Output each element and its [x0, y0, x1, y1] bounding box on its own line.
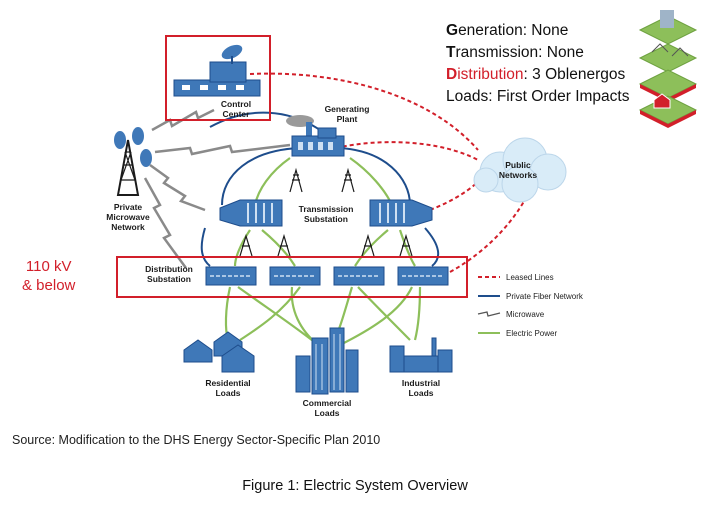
power-lines — [224, 157, 422, 346]
transmission-substation-label-line: Transmission — [299, 204, 354, 214]
public-networks-cloud — [473, 137, 567, 203]
microwave-tower — [114, 127, 152, 196]
distribution-highlight-box — [116, 256, 468, 298]
industrial-loads-label-line: Industrial — [402, 378, 440, 388]
transmission-substation-right — [369, 199, 433, 227]
distribution-substations — [205, 266, 449, 286]
generating-plant — [286, 115, 345, 157]
commercial-loads-icon — [295, 327, 359, 395]
commercial-loads-label-line: Loads — [314, 408, 339, 418]
distribution-substation-label-line: Distribution — [145, 264, 193, 274]
legend-private-fiber: Private Fiber Network — [506, 292, 584, 301]
transmission-substation-left — [219, 199, 283, 227]
info-transmission-text: ransmission: None — [455, 44, 584, 61]
control-center-label-line: Control — [221, 99, 251, 109]
info-loads: Loads: First Order Impacts — [446, 88, 630, 105]
legend-leased-lines: Leased Lines — [506, 273, 554, 282]
info-generation-initial: G — [446, 22, 459, 39]
distribution-substation-label-line: Substation — [147, 274, 191, 284]
residential-loads-label-line: Residential — [205, 378, 250, 388]
private-microwave-label-line: Private — [114, 202, 143, 212]
private-microwave-label-line: Microwave — [106, 212, 150, 222]
info-generation: Generation: None — [446, 22, 568, 40]
info-distribution: Distribution: 3 Oblenergos — [446, 66, 625, 84]
voltage-note-line1: 110 kV — [25, 258, 72, 275]
info-transmission-initial: T — [446, 44, 456, 61]
transmission-substation-label-line: Substation — [304, 214, 348, 224]
residential-loads-icon — [183, 331, 255, 373]
residential-loads-label-line: Loads — [215, 388, 240, 398]
info-distribution-text: : 3 Oblenergos — [523, 66, 626, 83]
figure-caption: Figure 1: Electric System Overview — [242, 478, 468, 494]
transmission-towers-upper — [289, 167, 355, 193]
legend-electric-power: Electric Power — [506, 329, 557, 338]
industrial-loads-label-line: Loads — [408, 388, 433, 398]
voltage-note-line2: & below — [22, 277, 76, 294]
commercial-loads-label-line: Commercial — [303, 398, 352, 408]
control-center — [165, 35, 271, 121]
legend-microwave-swatch — [477, 311, 501, 317]
info-distribution-initial: D — [446, 66, 458, 83]
microwave-links — [143, 108, 291, 269]
generating-plant-label-line: Generating — [325, 104, 370, 114]
generating-plant-label-line: Plant — [337, 114, 358, 124]
info-transmission: Transmission: None — [446, 44, 584, 62]
layered-map-graphic — [638, 10, 698, 128]
industrial-loads-icon — [389, 337, 453, 373]
info-generation-text: eneration: None — [458, 22, 569, 39]
public-networks-label-line: Public — [505, 160, 531, 170]
info-distribution-word: istribution — [457, 66, 524, 83]
legend-microwave: Microwave — [506, 310, 545, 319]
voltage-note: 110 kV & below — [22, 257, 75, 295]
legend: Leased Lines Private Fiber Network Micro… — [477, 273, 584, 338]
source-note: Source: Modification to the DHS Energy S… — [12, 433, 381, 447]
private-microwave-label-line: Network — [111, 222, 145, 232]
control-center-label-line: Center — [223, 109, 251, 119]
transmission-towers-lower — [239, 233, 413, 257]
public-networks-label-line: Networks — [499, 170, 538, 180]
